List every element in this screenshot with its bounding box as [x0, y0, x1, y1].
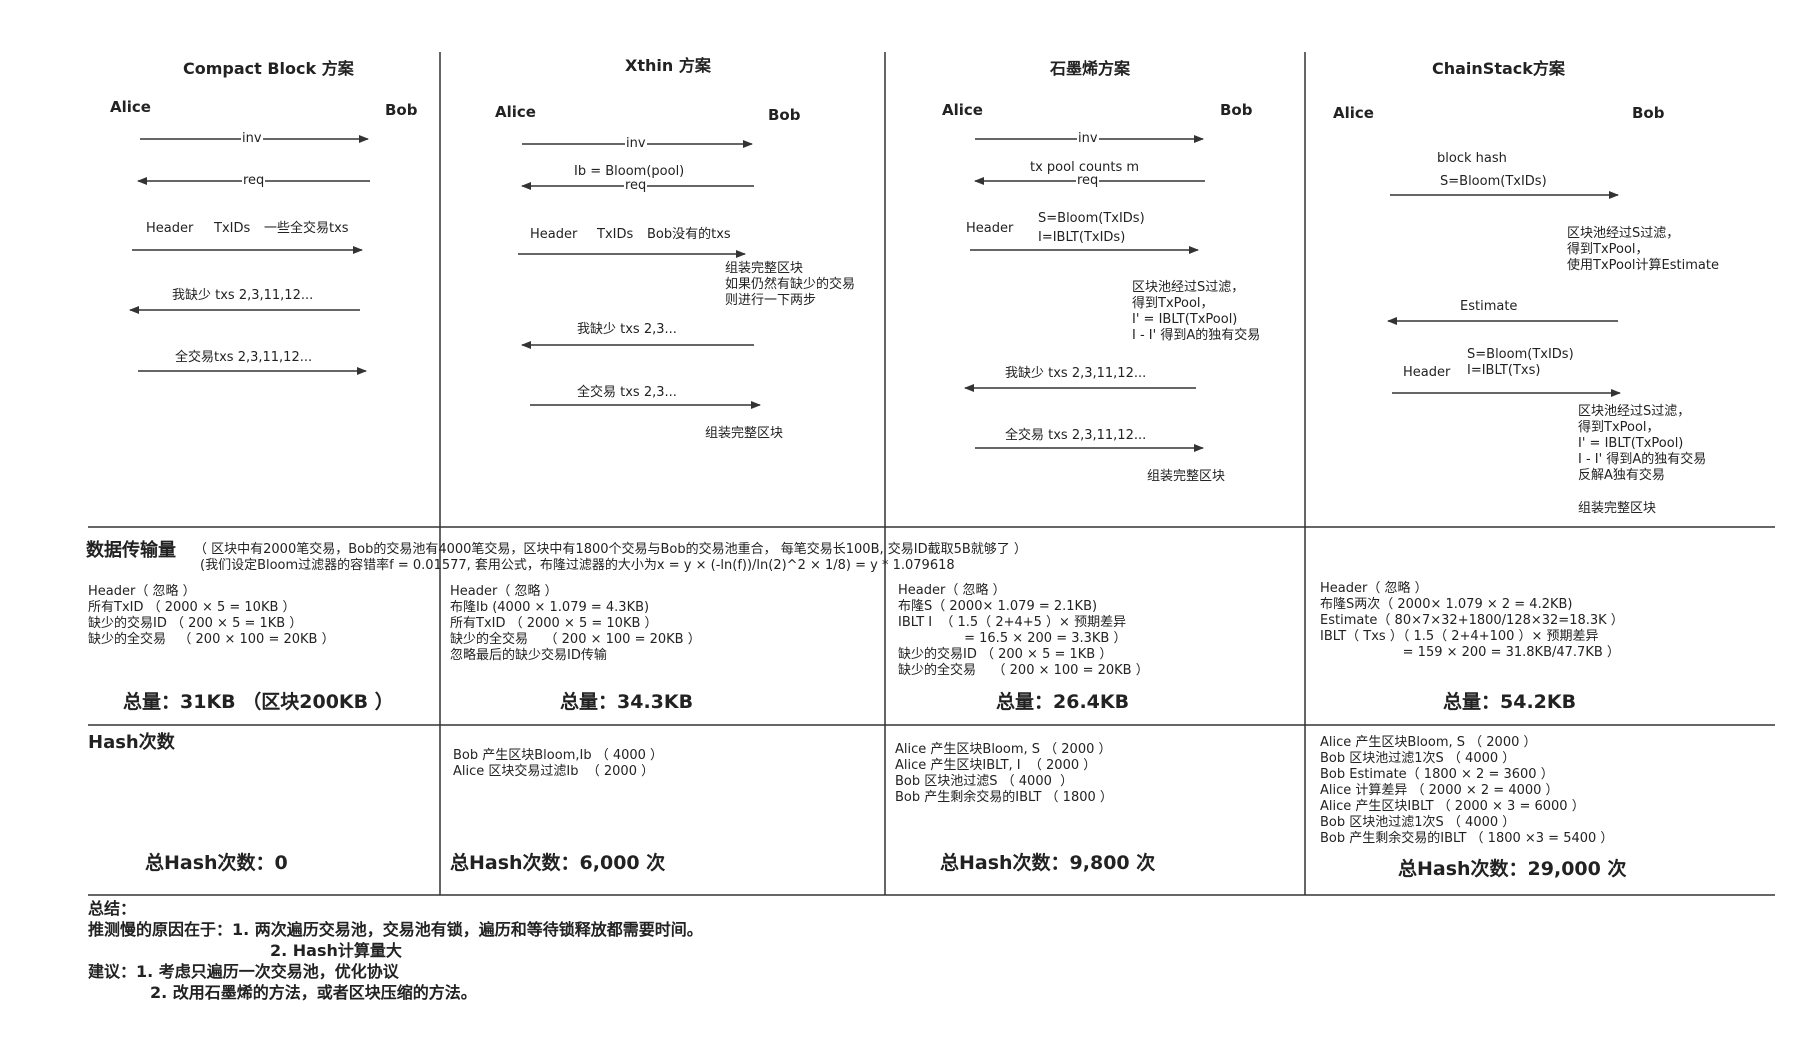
column-title-chainstack: ChainStack方案	[1432, 59, 1565, 78]
bob-label: Bob	[385, 101, 418, 119]
xthin-assemble-note: 组装完整区块 如果仍然有缺少的交易 则进行一下两步	[725, 261, 856, 308]
xthin-txids-label: TxIDs	[597, 227, 634, 242]
xthin-missing-label: 我缺少 txs 2,3...	[577, 322, 677, 337]
chainstack-estimate-note: 区块池经过S过滤， 得到TxPool， 使用TxPool计算Estimate	[1567, 226, 1719, 273]
chainstack-filter-note: 区块池经过S过滤， 得到TxPool， I' = IBLT(TxPool) I …	[1578, 404, 1707, 483]
hash-total-xthin: 总Hash次数：6,000 次	[450, 852, 666, 874]
data-details-compact-block: Header（ 忽略 ） 所有TxID （ 2000 × 5 = 10KB ） …	[88, 584, 335, 647]
cb-some-txs-label: 一些全交易txs	[264, 221, 349, 236]
graphene-inv-label: inv	[1077, 131, 1099, 147]
hash-details-chainstack: Alice 产生区块Bloom, S （ 2000 ） Bob 区块池过滤1次S…	[1320, 735, 1614, 846]
xthin-full-label: 全交易 txs 2,3...	[577, 385, 677, 400]
hash-total-compact-block: 总Hash次数：0	[145, 852, 288, 874]
graphene-req-label: req	[1076, 173, 1100, 189]
data-total-compact-block: 总量：31KB （区块200KB ）	[123, 691, 394, 713]
chainstack-bloom-label: S=Bloom(TxIDs)	[1440, 174, 1547, 189]
hash-total-chainstack: 总Hash次数：29,000 次	[1398, 858, 1627, 880]
column-title-xthin: Xthin 方案	[625, 56, 711, 75]
cb-inv-label: inv	[241, 131, 263, 147]
bob-label: Bob	[1632, 104, 1665, 122]
xthin-bloom-label: Ib = Bloom(pool)	[574, 164, 685, 179]
graphene-assemble-label: 组装完整区块	[1147, 469, 1226, 484]
hash-details-graphene: Alice 产生区块Bloom, S （ 2000 ） Alice 产生区块IB…	[895, 742, 1113, 805]
cb-req-label: req	[242, 173, 266, 189]
data-details-xthin: Header（ 忽略 ） 布隆Ib (4000 × 1.079 = 4.3KB)…	[450, 584, 701, 663]
chainstack-header-label: Header	[1403, 365, 1451, 380]
data-total-chainstack: 总量：54.2KB	[1443, 691, 1577, 713]
xthin-header-label: Header	[530, 227, 578, 242]
graphene-pool-counts-label: tx pool counts m	[1030, 160, 1140, 175]
graphene-header-label: Header	[966, 221, 1014, 236]
data-details-graphene: Header（ 忽略 ） 布隆S（ 2000× 1.079 = 2.1KB) I…	[898, 583, 1149, 678]
chainstack-iblt-label: I=IBLT(Txs)	[1467, 363, 1541, 378]
column-title-compact-block: Compact Block 方案	[183, 59, 354, 78]
column-title-graphene: 石墨烯方案	[1050, 59, 1131, 78]
bob-label: Bob	[768, 106, 801, 124]
summary-reason: 推测慢的原因在于：1. 两次遍历交易池，交易池有锁，遍历和等待锁释放都需要时间。	[88, 920, 703, 939]
graphene-full-label: 全交易 txs 2,3,11,12...	[1005, 428, 1147, 443]
chainstack-estimate-label: Estimate	[1460, 299, 1518, 314]
graphene-bloom-label: S=Bloom(TxIDs)	[1038, 211, 1145, 226]
cb-txids-label: TxIDs	[214, 221, 251, 236]
arrows	[129, 135, 1621, 452]
chainstack-bloom2-label: S=Bloom(TxIDs)	[1467, 347, 1574, 362]
xthin-bob-missing-label: Bob没有的txs	[647, 227, 731, 242]
graphene-iblt-label: I=IBLT(TxIDs)	[1038, 230, 1126, 245]
alice-label: Alice	[110, 98, 151, 116]
alice-label: Alice	[495, 103, 536, 121]
xthin-req-label: req	[624, 178, 648, 194]
xthin-assemble-label: 组装完整区块	[705, 426, 784, 441]
data-total-xthin: 总量：34.3KB	[560, 691, 694, 713]
alice-label: Alice	[1333, 104, 1374, 122]
cb-header-label: Header	[146, 221, 194, 236]
summary-advice-2: 2. 改用石墨烯的方法，或者区块压缩的方法。	[150, 983, 477, 1002]
alice-label: Alice	[942, 101, 983, 119]
data-section-label: 数据传输量	[86, 540, 176, 561]
hash-total-graphene: 总Hash次数：9,800 次	[940, 852, 1156, 874]
chainstack-assemble-label: 组装完整区块	[1578, 501, 1657, 516]
graphene-missing-label: 我缺少 txs 2,3,11,12...	[1005, 366, 1147, 381]
data-details-chainstack: Header（ 忽略 ） 布隆S两次（ 2000× 1.079 × 2 = 4.…	[1320, 581, 1624, 660]
graphene-filter-note: 区块池经过S过滤， 得到TxPool， I' = IBLT(TxPool) I …	[1132, 280, 1261, 343]
xthin-inv-label: inv	[625, 136, 647, 152]
data-total-graphene: 总量：26.4KB	[996, 691, 1130, 713]
summary-advice: 建议：1. 考虑只遍历一次交易池，优化协议	[88, 962, 399, 981]
chainstack-block-hash-label: block hash	[1437, 151, 1507, 166]
summary-heading: 总结：	[88, 899, 137, 918]
grid-lines	[88, 52, 1775, 896]
data-assumption-line-2: (我们设定Bloom过滤器的容错率f = 0.01577, 套用公式，布隆过滤器…	[200, 558, 955, 573]
bob-label: Bob	[1220, 101, 1253, 119]
summary-reason-2: 2. Hash计算量大	[270, 941, 402, 960]
data-assumption-line-1: （ 区块中有2000笔交易，Bob的交易池有4000笔交易，区块中有1800个交…	[194, 542, 1027, 557]
cb-full-label: 全交易txs 2,3,11,12...	[175, 350, 313, 365]
cb-missing-label: 我缺少 txs 2,3,11,12...	[172, 288, 314, 303]
hash-details-xthin: Bob 产生区块Bloom,Ib （ 4000 ） Alice 区块交易过滤Ib…	[453, 748, 664, 779]
hash-section-label: Hash次数	[88, 732, 175, 753]
